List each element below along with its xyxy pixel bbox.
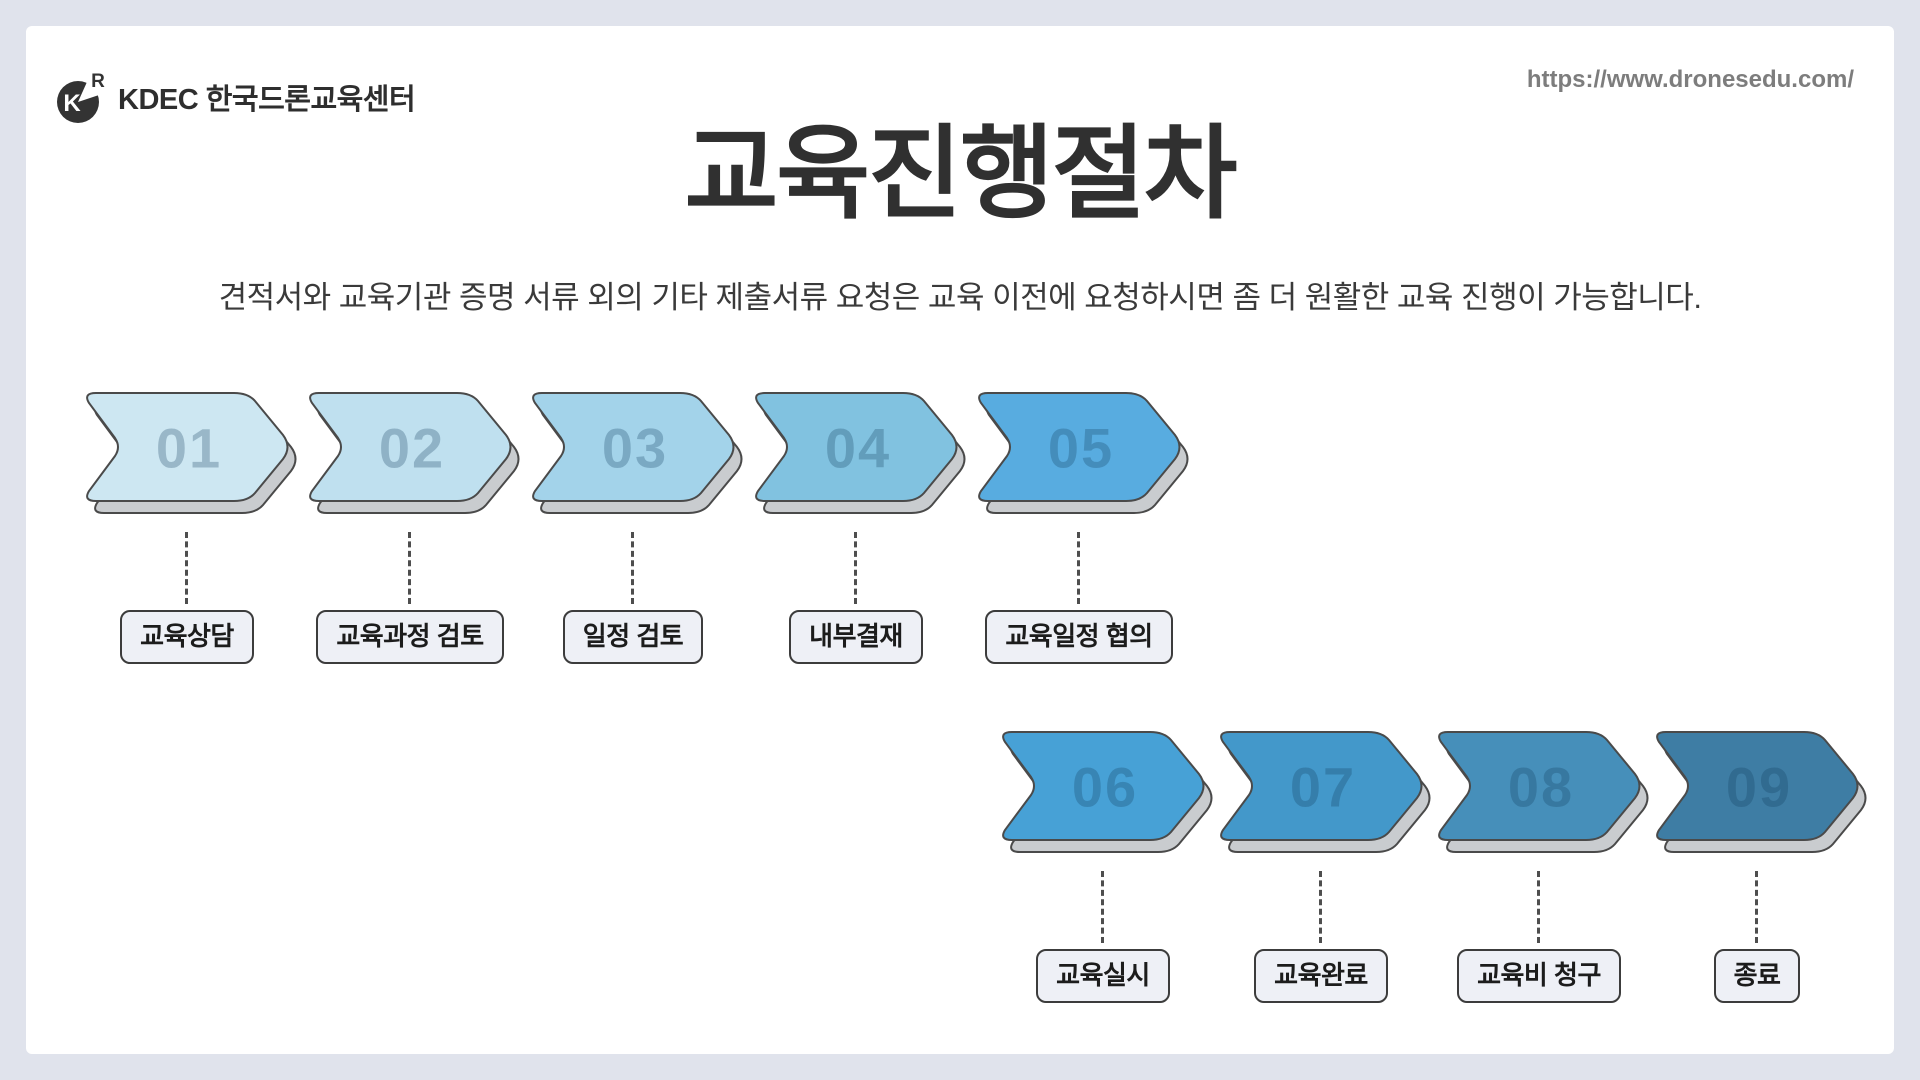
step-label: 교육일정 협의 xyxy=(985,610,1173,664)
step-connector-line xyxy=(1319,871,1322,943)
step-label-wrap: 교육상담 xyxy=(62,610,312,664)
process-step: 08 교육비 청구 xyxy=(1434,731,1664,1031)
process-step: 01 교육상담 xyxy=(82,392,312,692)
step-number: 09 xyxy=(1726,756,1792,819)
step-connector-line xyxy=(1755,871,1758,943)
step-number: 08 xyxy=(1508,756,1574,819)
step-connector-line xyxy=(185,532,188,604)
step-connector-line xyxy=(1077,532,1080,604)
step-number: 04 xyxy=(825,417,891,480)
page-title: 교육진행절차 xyxy=(684,117,1237,231)
process-step: 07 교육완료 xyxy=(1216,731,1446,1031)
step-arrow-icon: 05 xyxy=(978,392,1189,514)
step-label-wrap: 종료 xyxy=(1632,949,1882,1003)
step-connector-line xyxy=(408,532,411,604)
page-subtitle: 견적서와 교육기관 증명 서류 외의 기타 제출서류 요청은 교육 이전에 요청… xyxy=(218,280,1702,315)
step-arrow-icon: 02 xyxy=(309,392,520,514)
step-label: 교육실시 xyxy=(1036,949,1170,1003)
logo-letter-k: K xyxy=(63,90,81,117)
step-number: 07 xyxy=(1290,756,1356,819)
process-step: 09 종료 xyxy=(1652,731,1882,1031)
logo-letter-r: R xyxy=(91,71,105,92)
step-number: 03 xyxy=(602,417,668,480)
step-connector-line xyxy=(1537,871,1540,943)
step-number: 02 xyxy=(379,417,445,480)
step-label-wrap: 일정 검토 xyxy=(508,610,758,664)
step-arrow-icon: 06 xyxy=(1002,731,1213,853)
step-label: 교육과정 검토 xyxy=(316,610,504,664)
step-label-wrap: 교육과정 검토 xyxy=(285,610,535,664)
step-number: 05 xyxy=(1048,417,1114,480)
step-arrow-icon: 04 xyxy=(755,392,966,514)
step-label-wrap: 교육실시 xyxy=(978,949,1228,1003)
brand: K R KDEC 한국드론교육센터 xyxy=(54,68,416,126)
step-label-wrap: 교육비 청구 xyxy=(1414,949,1664,1003)
step-label: 일정 검토 xyxy=(562,610,704,664)
step-arrow-icon: 01 xyxy=(86,392,297,514)
process-step: 05 교육일정 협의 xyxy=(974,392,1204,692)
process-step: 06 교육실시 xyxy=(998,731,1228,1031)
step-connector-line xyxy=(1101,871,1104,943)
process-step: 04 내부결재 xyxy=(751,392,981,692)
step-number: 06 xyxy=(1072,756,1138,819)
step-label-wrap: 교육일정 협의 xyxy=(954,610,1204,664)
step-label: 교육완료 xyxy=(1254,949,1388,1003)
step-connector-line xyxy=(631,532,634,604)
kdec-logo-icon: K R xyxy=(57,71,108,123)
step-connector-line xyxy=(854,532,857,604)
site-url: https://www.dronesedu.com/ xyxy=(1526,66,1854,93)
step-label: 종료 xyxy=(1713,949,1801,1003)
step-number: 01 xyxy=(156,417,222,480)
content-card: K R KDEC 한국드론교육센터 https://www.dronesedu.… xyxy=(26,26,1894,1054)
brand-name: KDEC 한국드론교육센터 xyxy=(118,84,416,116)
step-label: 내부결재 xyxy=(789,610,923,664)
process-step: 02 교육과정 검토 xyxy=(305,392,535,692)
step-label-wrap: 교육완료 xyxy=(1196,949,1446,1003)
step-label: 교육비 청구 xyxy=(1457,949,1621,1003)
step-arrow-icon: 03 xyxy=(532,392,743,514)
step-arrow-icon: 07 xyxy=(1220,731,1431,853)
step-arrow-icon: 09 xyxy=(1656,731,1867,853)
step-label: 교육상담 xyxy=(120,610,254,664)
step-arrow-icon: 08 xyxy=(1438,731,1649,853)
process-step: 03 일정 검토 xyxy=(528,392,758,692)
step-label-wrap: 내부결재 xyxy=(731,610,981,664)
